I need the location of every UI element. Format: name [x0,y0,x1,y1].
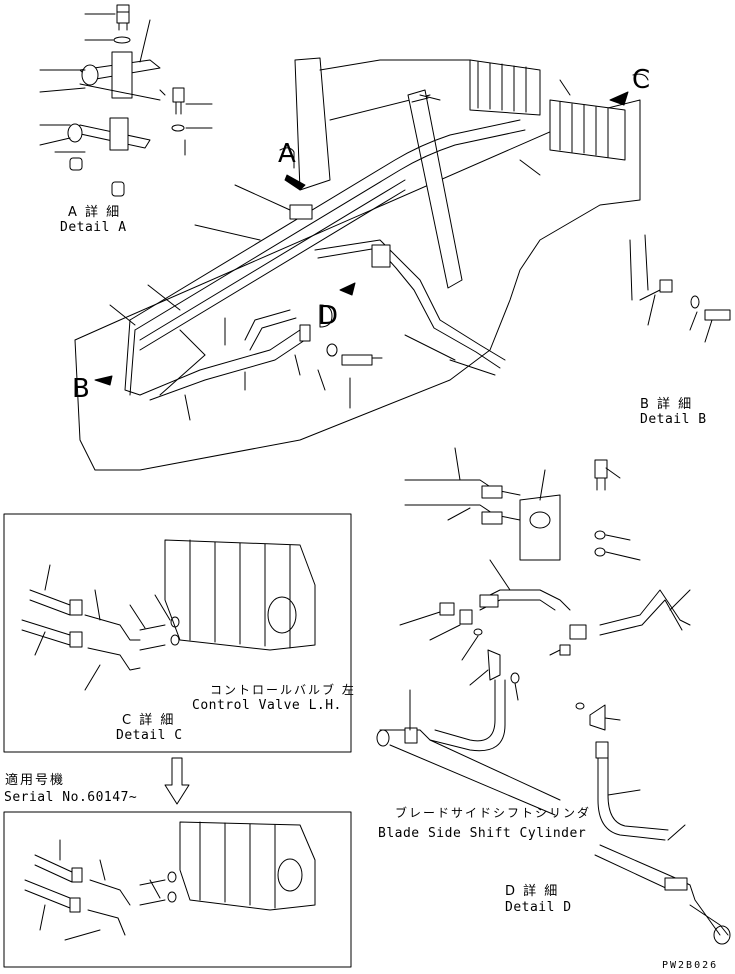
callout-a-letter: A [278,139,297,169]
callout-d-letter: D [318,301,339,331]
detail-c-title-en: Detail C [116,728,183,743]
detail-c-title-jp: C 詳 細 [122,713,176,728]
callout-b-letter: B [72,374,91,404]
control-valve-label-en: Control Valve L.H. [192,698,342,713]
main-assembly-drawing [74,57,649,471]
down-arrow-icon [164,757,190,805]
detail-a-title-en: Detail A [60,220,127,235]
detail-a-title-jp: A 詳 細 [68,205,122,220]
detail-d-title-jp: D 詳 細 [505,884,560,899]
serial-detail-drawing [3,811,352,968]
serial-label-jp: 適用号機 [5,773,66,788]
control-valve-label-jp: コントロールバルブ 左 [210,683,356,697]
blade-cylinder-label-jp: ブレードサイドシフトシリンダ [395,806,592,820]
detail-a-drawing [39,4,213,197]
detail-b-drawing [629,234,731,343]
blade-cylinder-label-en: Blade Side Shift Cylinder [378,826,587,841]
detail-d-title-en: Detail D [505,900,572,915]
detail-b-title-en: Detail B [640,412,707,427]
detail-d-drawing [376,447,731,945]
detail-c-drawing [3,513,352,753]
callout-c-letter: C [632,65,651,95]
detail-b-title-jp: B 詳 細 [640,397,694,412]
serial-label-en: Serial No.60147~ [4,790,138,805]
drawing-code: PW2B026 [662,960,719,971]
